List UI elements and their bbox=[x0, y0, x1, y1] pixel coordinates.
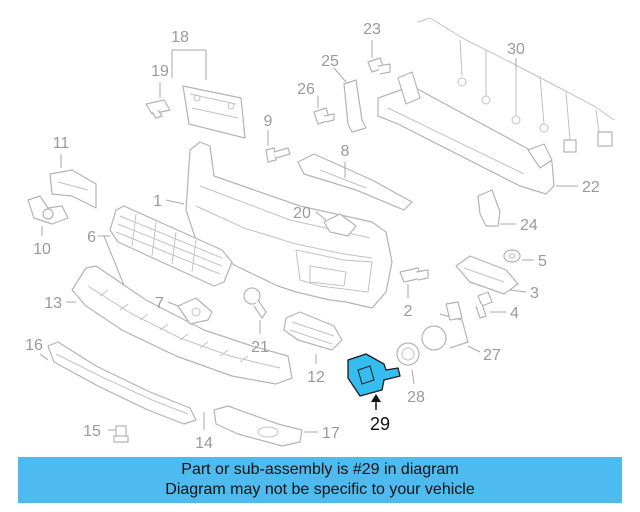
part-20-tow-cover[interactable] bbox=[323, 213, 357, 237]
part-10-sensor-holder[interactable] bbox=[27, 195, 69, 225]
part-6-grille[interactable] bbox=[109, 205, 233, 287]
callout-2: 2 bbox=[404, 303, 413, 320]
part-12-fog-grille[interactable] bbox=[283, 311, 343, 351]
part-8-center-bracket[interactable] bbox=[297, 153, 413, 211]
callout-19: 19 bbox=[151, 63, 169, 80]
callout-27: 27 bbox=[483, 347, 501, 364]
callout-20: 20 bbox=[293, 205, 311, 222]
part-17-grille-insert[interactable] bbox=[213, 405, 303, 447]
part-29-sensor-bracket-highlighted[interactable] bbox=[347, 353, 401, 397]
part-15-screw[interactable] bbox=[113, 425, 129, 443]
part-25-bracket[interactable] bbox=[343, 79, 367, 133]
callout-5: 5 bbox=[538, 253, 547, 270]
callout-24: 24 bbox=[520, 217, 538, 234]
part-9-bolt[interactable] bbox=[265, 147, 291, 163]
callout-12: 12 bbox=[307, 369, 325, 386]
part-21-tow-eye[interactable] bbox=[243, 287, 267, 319]
callout-25: 25 bbox=[321, 53, 339, 70]
part-18-license-bracket[interactable] bbox=[182, 85, 246, 139]
part-24-bracket[interactable] bbox=[477, 189, 501, 227]
callout-18: 18 bbox=[171, 29, 189, 46]
part-26-bolt[interactable] bbox=[313, 107, 335, 125]
part-30-wiring-harness[interactable] bbox=[417, 17, 615, 153]
callout-11: 11 bbox=[53, 135, 70, 152]
part-22-reinforcement[interactable] bbox=[377, 71, 555, 195]
parts-diagram: 18 19 11 10 1 6 13 16 7 8 9 20 21 12 17 … bbox=[25, 17, 615, 452]
part-5-nut[interactable] bbox=[503, 249, 521, 263]
part-4-bolt[interactable] bbox=[475, 291, 493, 319]
notice-line-disclaimer: Diagram may not be specific to your vehi… bbox=[165, 481, 475, 498]
callout-13: 13 bbox=[44, 295, 62, 312]
callout-22: 22 bbox=[582, 179, 600, 196]
part-16-spoiler-strip[interactable] bbox=[47, 341, 197, 425]
part-19-clip[interactable] bbox=[145, 99, 171, 119]
callout-4: 4 bbox=[510, 305, 519, 322]
callout-16: 16 bbox=[25, 337, 43, 354]
callout-23: 23 bbox=[363, 21, 381, 38]
part-28-ring[interactable] bbox=[396, 342, 420, 366]
notice-line-part: Part or sub-assembly is #29 in diagram bbox=[181, 461, 459, 478]
callout-21: 21 bbox=[251, 339, 269, 356]
part-23-bolt[interactable] bbox=[367, 57, 391, 75]
callout-29: 29 bbox=[370, 414, 390, 434]
callout-15: 15 bbox=[83, 423, 101, 440]
callout-3: 3 bbox=[530, 285, 539, 302]
part-7-cover[interactable] bbox=[177, 297, 213, 325]
part-11-bracket[interactable] bbox=[49, 169, 97, 209]
callout-30: 30 bbox=[507, 41, 525, 58]
arrow-29-icon bbox=[371, 394, 381, 402]
callout-1: 1 bbox=[153, 193, 162, 210]
notice-banner: Part or sub-assembly is #29 in diagram D… bbox=[18, 457, 622, 503]
callout-10: 10 bbox=[33, 241, 51, 258]
callout-28: 28 bbox=[407, 389, 425, 406]
callout-14: 14 bbox=[195, 435, 213, 452]
callout-7: 7 bbox=[155, 295, 164, 312]
callout-6: 6 bbox=[87, 229, 96, 246]
callout-8: 8 bbox=[341, 143, 350, 160]
callout-17: 17 bbox=[322, 425, 340, 442]
part-13-lower-valance[interactable] bbox=[71, 265, 293, 385]
part-27-sensor[interactable] bbox=[421, 301, 469, 351]
callout-26: 26 bbox=[297, 81, 315, 98]
part-2-screw[interactable] bbox=[399, 267, 429, 283]
part-3-bracket[interactable] bbox=[455, 255, 519, 295]
callout-9: 9 bbox=[264, 113, 273, 130]
